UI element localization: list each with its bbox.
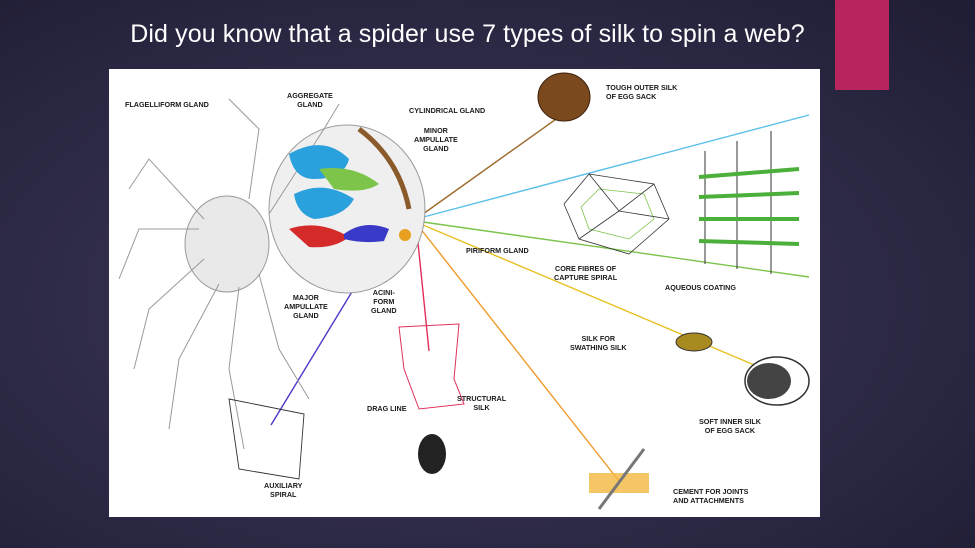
label-core-fibres: CORE FIBRES OF CAPTURE SPIRAL	[554, 264, 618, 282]
label-cement: CEMENT FOR JOINTS AND ATTACHMENTS	[673, 487, 749, 505]
cylindrical-gland	[357, 127, 412, 210]
egg-cluster	[747, 363, 791, 399]
label-swathing: SILK FOR SWATHING SILK	[570, 334, 627, 352]
dragline-spider	[418, 434, 446, 474]
aciniform-gland	[344, 225, 389, 243]
major-ampullate-gland	[289, 225, 349, 248]
label-minor-ampullate: MINOR AMPULLATE GLAND	[414, 126, 458, 153]
cement-stick	[597, 448, 646, 510]
line-flagelliform	[415, 114, 810, 220]
label-structural: STRUCTURAL SILK	[457, 394, 507, 412]
label-flagelliform: FLAGELLIFORM GLAND	[125, 100, 209, 109]
label-auxiliary: AUXILIARY SPIRAL	[264, 481, 303, 499]
label-tough-outer: TOUGH OUTER SILK OF EGG SACK	[606, 83, 678, 101]
label-piriform: PIRIFORM GLAND	[466, 246, 529, 255]
label-aggregate: AGGREGATE GLAND	[287, 91, 333, 109]
slide-title: Did you know that a spider use 7 types o…	[130, 20, 805, 48]
tough-egg-sack	[537, 72, 591, 122]
capture-web	[563, 173, 670, 255]
line-cement	[415, 222, 620, 482]
structural-silk-web	[398, 323, 465, 410]
piriform-gland	[399, 229, 411, 241]
accent-bar	[835, 0, 889, 90]
aggregate-gland	[294, 187, 354, 219]
line-cylindrical	[415, 116, 560, 220]
label-cylindrical: CYLINDRICAL GLAND	[409, 106, 486, 115]
label-major-ampullate: MAJOR AMPULLATE GLAND	[284, 293, 328, 320]
spider-body-sketch	[118, 98, 426, 450]
label-aqueous: AQUEOUS COATING	[665, 283, 736, 292]
diagram-drawing	[118, 72, 810, 510]
glands	[289, 127, 412, 248]
label-aciniform: ACINI- FORM GLAND	[371, 288, 397, 315]
swathing-bundle	[675, 332, 713, 352]
aqueous-web	[698, 131, 800, 274]
minor-ampullate-gland	[319, 168, 379, 191]
label-soft-inner: SOFT INNER SILK OF EGG SACK	[699, 417, 761, 435]
spider-silk-diagram: FLAGELLIFORM GLAND AGGREGATE GLAND CYLIN…	[109, 69, 820, 517]
label-drag-line: DRAG LINE	[367, 404, 407, 413]
auxiliary-web	[228, 398, 305, 480]
